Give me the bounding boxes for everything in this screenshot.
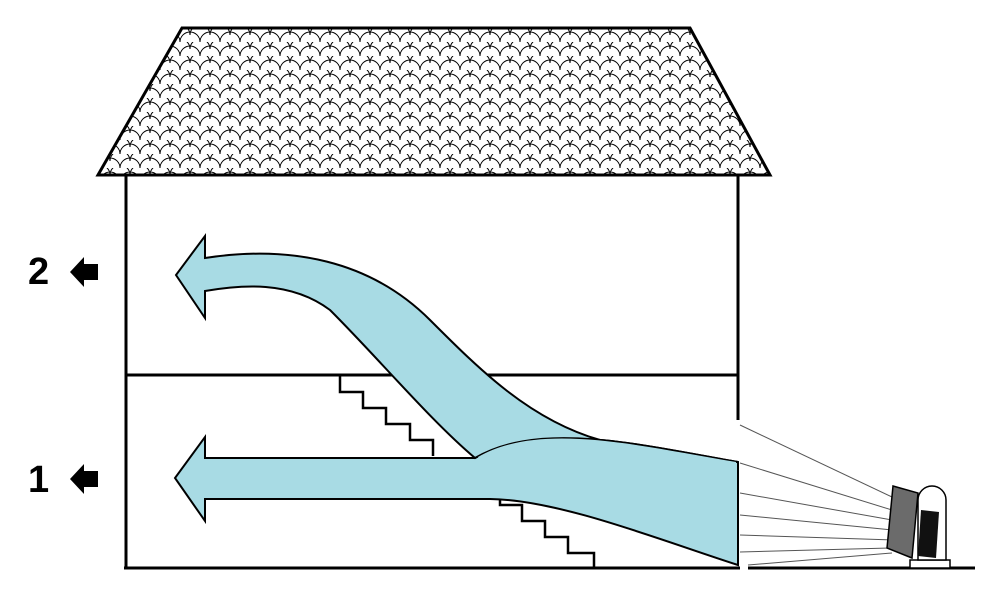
- floor-label-1: 1: [28, 459, 50, 501]
- staircase-lower: [498, 500, 596, 568]
- staircase-upper: [338, 375, 435, 456]
- exit-arrow-icon: [70, 257, 98, 287]
- exit-arrow-icon: [70, 464, 98, 494]
- fan-icon: [886, 485, 951, 569]
- fan-airflow-lines: [739, 424, 893, 566]
- airflow-arrow-upper: [174, 232, 739, 463]
- floor-label-2: 2: [28, 251, 50, 293]
- house-walls: [124, 175, 975, 570]
- roof: [95, 26, 773, 177]
